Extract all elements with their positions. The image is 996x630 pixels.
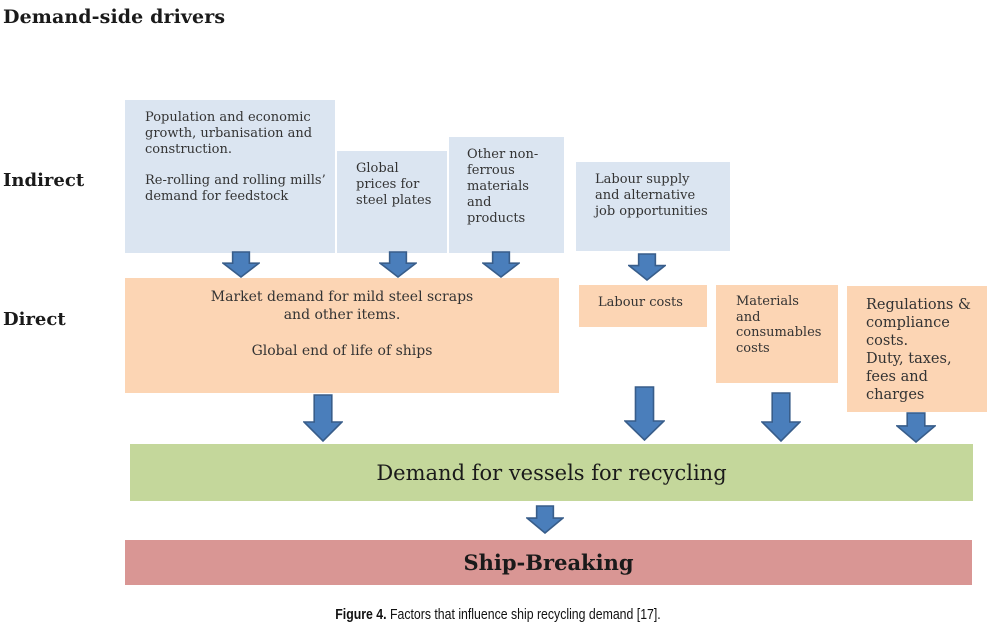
box-text: demand for feedstock <box>145 189 289 204</box>
box-text: compliance <box>866 315 950 331</box>
box-text: growth, urbanisation and <box>145 126 313 141</box>
box-text: Re-rolling and rolling mills’ <box>145 173 326 188</box>
down-arrow-icon <box>628 253 666 281</box>
box-text: and <box>467 195 492 210</box>
box-text: Global <box>356 161 399 176</box>
box-text: prices for <box>356 177 420 192</box>
down-arrow-shape <box>222 251 260 278</box>
box-text: costs. <box>866 333 909 349</box>
demand-bar-label: Demand for vessels for recycling <box>376 460 727 485</box>
box-text: Labour costs <box>598 295 683 310</box>
indirect-box-labour-supply: Labour supply and alternative job opport… <box>576 162 730 251</box>
down-arrow-body <box>482 251 520 278</box>
diagram-title: Demand-side drivers <box>3 6 226 28</box>
down-arrow-icon <box>526 505 564 534</box>
down-arrow-shape <box>761 392 801 442</box>
box-text: Materials <box>736 294 799 309</box>
down-arrow-body <box>628 253 666 281</box>
down-arrow-icon <box>624 386 665 441</box>
down-arrow-body <box>761 392 801 442</box>
down-arrow-shape <box>628 253 666 281</box>
direct-box-market-demand: Market demand for mild steel scraps and … <box>125 278 559 393</box>
down-arrow-shape <box>482 251 520 278</box>
indirect-box-population: Population and economic growth, urbanisa… <box>125 100 335 253</box>
ship-breaking-label: Ship-Breaking <box>463 549 634 575</box>
box-text: Population and economic <box>145 110 311 125</box>
down-arrow-body <box>222 251 260 278</box>
direct-box-labour-costs: Labour costs <box>579 285 707 327</box>
box-text: materials <box>467 179 529 194</box>
row-label-indirect: Indirect <box>3 170 85 191</box>
box-text: costs <box>736 340 770 356</box>
down-arrow-body <box>526 505 564 534</box>
down-arrow-shape <box>896 412 936 443</box>
down-arrow-icon <box>303 394 343 442</box>
down-arrow-icon <box>379 251 417 278</box>
down-arrow-shape <box>379 251 417 278</box>
down-arrow-icon <box>761 392 801 442</box>
box-text: Global end of life of ships <box>251 343 433 359</box>
box-text: products <box>467 211 526 226</box>
row-label-direct: Direct <box>3 309 66 330</box>
indirect-box-steel-prices: Global prices for steel plates <box>337 151 447 253</box>
caption-label: Figure 4. <box>335 606 387 623</box>
box-text: consumables <box>736 325 822 340</box>
caption-text: Factors that influence ship recycling de… <box>386 606 661 623</box>
direct-box-materials: Materials and consumables costs <box>716 285 838 383</box>
box-text: construction. <box>145 142 232 157</box>
box-text: charges <box>866 387 925 403</box>
ship-breaking-bar: Ship-Breaking <box>125 540 972 585</box>
box-text: job opportunities <box>595 204 708 219</box>
box-text: and <box>736 309 761 325</box>
box-text: Duty, taxes, <box>866 351 952 367</box>
box-text: and other items. <box>283 307 401 323</box>
down-arrow-icon <box>896 412 936 443</box>
down-arrow-body <box>896 412 936 443</box>
box-text: steel plates <box>356 193 432 208</box>
box-text: Other non- <box>467 147 539 162</box>
box-text: and alternative <box>595 188 696 203</box>
down-arrow-body <box>379 251 417 278</box>
down-arrow-icon <box>482 251 520 278</box>
box-text: Market demand for mild steel scraps <box>210 289 474 305</box>
down-arrow-shape <box>624 386 665 441</box>
box-text: ferrous <box>467 163 515 178</box>
indirect-box-non-ferrous: Other non- ferrous materials and product… <box>449 137 564 253</box>
down-arrow-body <box>624 386 665 441</box>
down-arrow-body <box>303 394 343 442</box>
down-arrow-shape <box>303 394 343 442</box>
box-text: fees and <box>866 369 928 385</box>
direct-box-regulations: Regulations & compliance costs. Duty, ta… <box>847 286 987 412</box>
demand-for-vessels-bar: Demand for vessels for recycling <box>130 444 973 501</box>
box-text: Regulations & <box>866 297 971 313</box>
figure-caption: Figure 4. Factors that influence ship re… <box>90 606 907 623</box>
box-text: Labour supply <box>595 172 690 187</box>
down-arrow-icon <box>222 251 260 278</box>
down-arrow-shape <box>526 505 564 534</box>
